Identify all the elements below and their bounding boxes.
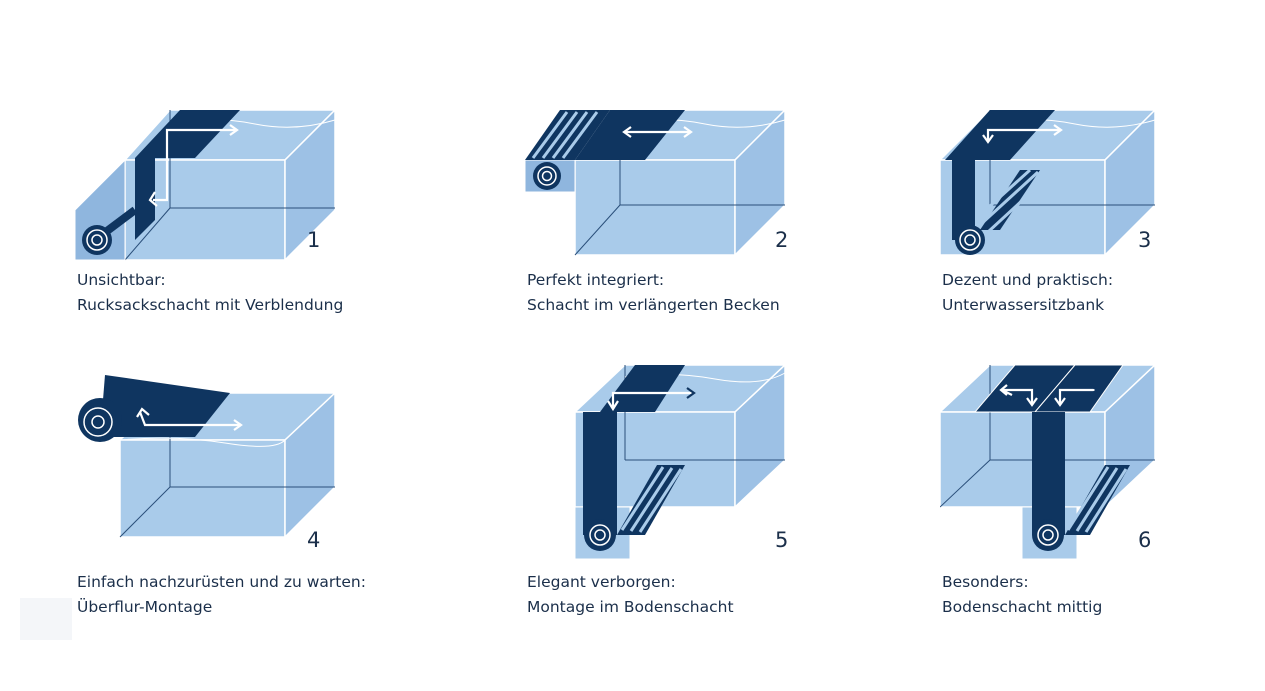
- panel-number: 6: [1138, 528, 1152, 552]
- panel-title: Elegant verborgen:: [527, 573, 676, 591]
- panel-title: Besonders:: [942, 573, 1029, 591]
- panel-title: Einfach nachzurüsten und zu warten:: [77, 573, 366, 591]
- panel-subtitle: Bodenschacht mittig: [942, 598, 1103, 616]
- diagram-centered-floor-shaft: [940, 365, 1157, 560]
- panel-caption: Elegant verborgen: Montage im Bodenschac…: [527, 570, 734, 620]
- panel-5: 5 Elegant verborgen: Montage im Bodensch…: [525, 365, 825, 625]
- diagram-rucksack-shaft: [75, 108, 337, 262]
- diagram-floor-shaft: [573, 365, 787, 560]
- panel-subtitle: Montage im Bodenschacht: [527, 598, 734, 616]
- panel-6: 6 Besonders: Bodenschacht mittig: [940, 365, 1240, 625]
- panel-subtitle: Überflur-Montage: [77, 598, 213, 616]
- panel-number: 5: [775, 528, 789, 552]
- panel-subtitle: Rucksackschacht mit Verblendung: [77, 296, 344, 314]
- diagram-underwater-bench: [940, 108, 1157, 257]
- panel-4: 4 Einfach nachzurüsten und zu warten: Üb…: [75, 365, 375, 625]
- diagram-extended-pool-shaft: [525, 108, 787, 257]
- panel-number: 1: [307, 228, 321, 252]
- panel-title: Unsichtbar:: [77, 271, 166, 289]
- panel-title: Dezent und praktisch:: [942, 271, 1114, 289]
- diagram-above-floor-mounting: [78, 375, 337, 539]
- panel-title: Perfekt integriert:: [527, 271, 665, 289]
- panel-1: 1 Unsichtbar: Rucksackschacht mit Verble…: [75, 100, 375, 360]
- panel-caption: Perfekt integriert: Schacht im verlänger…: [527, 268, 780, 318]
- panel-number: 3: [1138, 228, 1152, 252]
- panel-caption: Dezent und praktisch: Unterwassersitzban…: [942, 268, 1113, 318]
- panel-3: 3 Dezent und praktisch: Unterwassersitzb…: [940, 100, 1240, 360]
- panel-number: 4: [307, 528, 321, 552]
- panel-caption: Besonders: Bodenschacht mittig: [942, 570, 1102, 620]
- panel-number: 2: [775, 228, 789, 252]
- panel-2: 2 Perfekt integriert: Schacht im verläng…: [525, 100, 825, 360]
- panel-subtitle: Unterwassersitzbank: [942, 296, 1105, 314]
- panel-subtitle: Schacht im verlängerten Becken: [527, 296, 780, 314]
- panel-caption: Einfach nachzurüsten und zu warten: Über…: [77, 570, 366, 620]
- panel-caption: Unsichtbar: Rucksackschacht mit Verblend…: [77, 268, 343, 318]
- background-artifact: [20, 598, 72, 640]
